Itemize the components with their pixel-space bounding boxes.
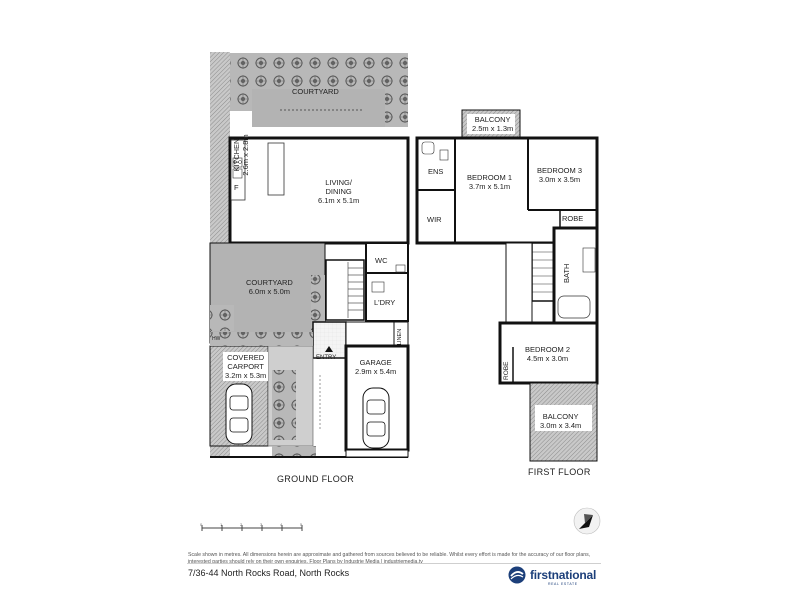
firstnational-logo-icon: [508, 566, 526, 584]
first-floor-label: FIRST FLOOR: [528, 467, 591, 477]
footer-divider: [187, 563, 601, 564]
label-bedroom-1-dims: 3.7m x 5.1m: [468, 182, 511, 191]
label-bedroom-2: BEDROOM 2 4.5m x 3.0m: [525, 345, 570, 363]
stairs: [325, 259, 365, 321]
label-bedroom-3: BEDROOM 3 3.0m x 3.5m: [537, 166, 582, 184]
scale-bar: [201, 525, 303, 531]
label-courtyard-middle: COURTYARD 6.0m x 5.0m: [246, 278, 293, 296]
label-bedroom-3-dims: 3.0m x 3.5m: [538, 175, 581, 184]
courtyard-top-right-planters: [385, 89, 408, 127]
label-bedroom-2-name: BEDROOM 2: [525, 345, 571, 354]
label-balcony-top: BALCONY 2.5m x 1.3m: [472, 115, 513, 133]
label-kitchen: KITCHEN 2.6m x 2.8m: [232, 132, 250, 178]
label-garage-name: GARAGE: [359, 358, 392, 367]
first-floor: [415, 109, 599, 462]
label-fridge: F: [234, 183, 239, 192]
property-address: 7/36-44 North Rocks Road, North Rocks: [188, 568, 350, 578]
label-carport-name2: CARPORT: [227, 362, 264, 371]
label-courtyard-middle-dims: 6.0m x 5.0m: [248, 287, 291, 296]
car-icon: [225, 383, 253, 445]
courtyard-top-planters: [230, 53, 408, 89]
label-bedroom-1-name: BEDROOM 1: [467, 173, 513, 182]
courtyard-middle-planters: [311, 275, 325, 330]
scale-label-1: 1: [220, 522, 223, 527]
entry-area: [312, 321, 347, 359]
scale-label-5: 5: [300, 522, 303, 527]
car-icon: [362, 387, 390, 449]
label-balcony-top-dims: 2.5m x 1.3m: [472, 124, 514, 133]
label-living-name: LIVING/: [325, 178, 352, 187]
brand-tagline: REAL ESTATE: [548, 582, 578, 586]
living-dining-room: [228, 136, 410, 245]
label-carport-dims: 3.2m x 5.3m: [225, 371, 267, 380]
ground-floor: [209, 52, 410, 458]
label-bedroom-2-dims: 4.5m x 3.0m: [526, 354, 569, 363]
label-laundry: L'DRY: [374, 298, 396, 307]
brand-logo[interactable]: firstnational REAL ESTATE: [508, 566, 597, 586]
label-garage-dims: 2.9m x 5.4m: [355, 367, 397, 376]
kitchen-bench: [230, 139, 246, 201]
label-ens: ENS: [428, 167, 444, 176]
scale-label-0: 0: [200, 522, 203, 527]
label-courtyard-middle-name: COURTYARD: [246, 278, 293, 287]
north-arrow-icon: [573, 507, 601, 535]
label-courtyard-top: COURTYARD: [292, 87, 339, 96]
disclaimer-text: Scale shown in metres. All dimensions he…: [188, 552, 591, 565]
label-balcony-bottom: BALCONY 3.0m x 3.4m: [540, 412, 581, 430]
label-carport: COVERED CARPORT 3.2m x 5.3m: [223, 352, 269, 381]
wc-room: [365, 242, 409, 274]
label-robe-upper: ROBE: [562, 214, 584, 223]
brand-name: firstnational: [530, 568, 597, 582]
label-bath: BATH: [562, 263, 571, 283]
label-robe-lower: ROBE: [503, 361, 510, 380]
label-linen: LINEN: [397, 328, 403, 345]
label-balcony-bottom-name: BALCONY: [542, 412, 579, 421]
entry-arrow-icon: [325, 346, 333, 352]
label-balcony-top-name: BALCONY: [474, 115, 511, 124]
label-living-dims: 6.1m x 5.1m: [318, 196, 360, 205]
scale-label-4: 4: [280, 522, 283, 527]
courtyard-top-paving: [252, 89, 385, 127]
courtyard-middle: [209, 242, 326, 344]
label-hw: HW: [212, 336, 221, 342]
ground-floor-label: GROUND FLOOR: [277, 474, 355, 484]
label-wir: WIR: [427, 215, 442, 224]
kitchen-island: [267, 142, 285, 196]
laundry-room: [365, 272, 409, 322]
bath-room: [552, 226, 599, 325]
label-kitchen-name: KITCHEN: [232, 138, 241, 172]
label-bedroom-1: BEDROOM 1 3.7m x 5.1m: [467, 173, 512, 191]
label-wc: WC: [375, 256, 388, 265]
label-entry: ENTRY: [316, 355, 337, 361]
scale-label-2: 2: [240, 522, 243, 527]
label-living-dining: LIVING/ DINING 6.1m x 5.1m: [318, 178, 359, 205]
label-carport-name: COVERED: [227, 353, 265, 362]
label-living-name2: DINING: [325, 187, 352, 196]
courtyard-top-left-planters: [230, 89, 252, 111]
label-balcony-bottom-dims: 3.0m x 3.4m: [540, 421, 582, 430]
label-bedroom-3-name: BEDROOM 3: [537, 166, 583, 175]
label-kitchen-dims: 2.6m x 2.8m: [241, 134, 250, 176]
bedroom-2: [498, 321, 599, 385]
scale-label-3: 3: [260, 522, 263, 527]
label-garage: GARAGE 2.9m x 5.4m: [355, 358, 396, 376]
